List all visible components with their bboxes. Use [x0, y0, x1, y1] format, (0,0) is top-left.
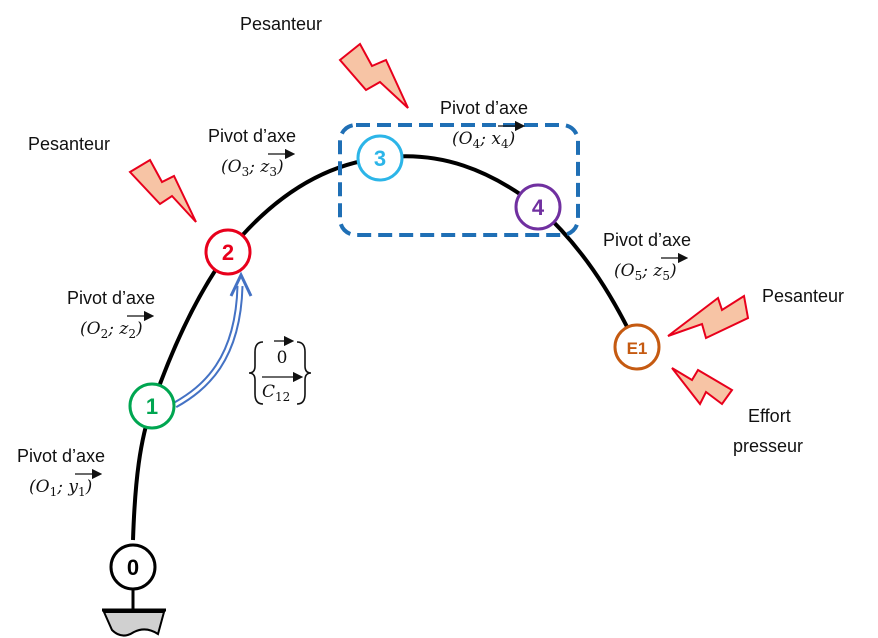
- node-e1-label: E1: [627, 339, 648, 358]
- joint-5-title: Pivot d’axe: [603, 230, 691, 250]
- lightning-icon: [128, 158, 197, 223]
- load-pesanteur-2: Pesanteur: [240, 14, 322, 34]
- torsor-brace-left: [248, 341, 264, 405]
- link-1-2: [150, 250, 230, 407]
- torsor-bottom-letter: C: [262, 382, 275, 402]
- load-pesanteur-1: Pesanteur: [28, 134, 110, 154]
- lightning-icon: [667, 294, 750, 340]
- joint-5-spec: (O5; z5): [614, 261, 677, 283]
- node-3: 3: [356, 134, 404, 182]
- joint-3-title: Pivot d’axe: [208, 126, 296, 146]
- ground-base: [102, 611, 166, 637]
- torsor-brace-right: [296, 341, 312, 405]
- torsor-arrow-head: [229, 271, 253, 297]
- joint-4-title: Pivot d’axe: [440, 98, 528, 118]
- joint-3-spec: (O3; z3): [221, 157, 284, 179]
- node-0: 0: [109, 543, 157, 591]
- joint-4-spec: (O4; x4): [452, 129, 515, 151]
- node-1-label: 1: [146, 394, 158, 419]
- lightning-icon: [671, 367, 734, 406]
- lightning-icon: [338, 42, 409, 109]
- node-4-label: 4: [532, 195, 545, 220]
- torsor-bottom: C12: [262, 382, 290, 404]
- node-2-label: 2: [222, 240, 234, 265]
- load-pesanteur-3: Pesanteur: [762, 286, 844, 306]
- node-3-label: 3: [374, 146, 386, 171]
- torsor-arrow-inner: [174, 285, 242, 407]
- load-effort-line2: presseur: [733, 436, 803, 456]
- node-2: 2: [204, 228, 252, 276]
- node-e1: E1: [613, 323, 661, 371]
- joint-2-spec: (O2; z2): [80, 319, 143, 341]
- load-effort-line1: Effort: [748, 406, 791, 426]
- torsor-bottom-sub: 12: [275, 390, 290, 404]
- joint-1-spec: (O1; y1): [29, 477, 92, 499]
- node-1: 1: [128, 382, 176, 430]
- joint-2-title: Pivot d’axe: [67, 288, 155, 308]
- node-0-label: 0: [127, 555, 139, 580]
- link-3-4: [379, 154, 540, 209]
- torsor-top: 0: [277, 348, 288, 368]
- joint-1-title: Pivot d’axe: [17, 446, 105, 466]
- node-4: 4: [514, 183, 562, 231]
